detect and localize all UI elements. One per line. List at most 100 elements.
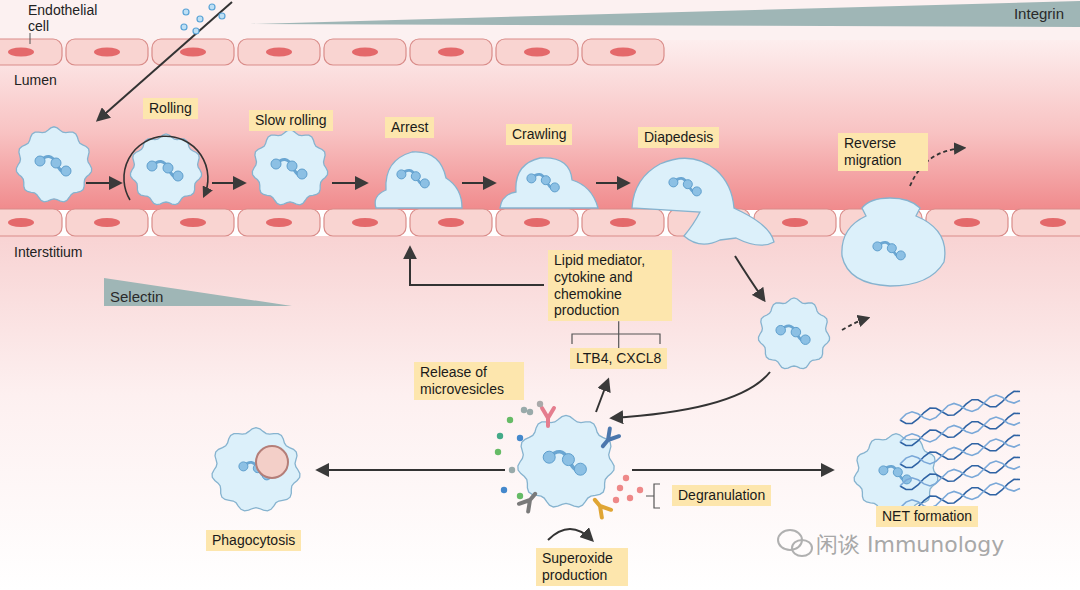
nucleus-lobe [893, 468, 902, 477]
nucleus-lobe [896, 251, 905, 260]
nucleus [352, 218, 378, 227]
endothelial-cell [410, 39, 492, 65]
arrow [735, 256, 764, 300]
nucleus-lobe [776, 325, 786, 335]
nucleus-lobe [692, 187, 701, 196]
neutrophil [854, 434, 938, 513]
nucleus [438, 48, 464, 57]
vesicle [509, 467, 515, 473]
nucleus [524, 48, 550, 57]
nucleus-lobe [669, 178, 678, 187]
nucleus-lobe [879, 466, 888, 475]
region-label: Interstitium [14, 244, 82, 260]
nucleus [352, 48, 378, 57]
endothelial-cell [66, 39, 148, 65]
neutrophil [500, 158, 598, 208]
node-text: Superoxide production [542, 550, 622, 584]
vesicle [613, 497, 619, 503]
node-text: Phagocytosis [212, 532, 295, 549]
vesicle [521, 407, 527, 413]
vesicle [507, 417, 513, 423]
neutrophil [16, 127, 91, 202]
arrow [318, 469, 505, 471]
arrow [410, 248, 544, 285]
nucleus-lobe [527, 174, 536, 183]
interstitium [0, 236, 1080, 590]
bracket [572, 334, 660, 344]
neutrophil [632, 158, 774, 245]
dna-strand [900, 439, 1020, 464]
nucleus-lobe [239, 462, 248, 471]
endothelial-cell [238, 39, 320, 65]
node-text: Release of microvesicles [420, 364, 518, 398]
nucleus-lobe [873, 242, 882, 251]
nucleus-lobe [801, 335, 811, 345]
stage-label-box: LTB4, CXCL8 [570, 348, 667, 369]
neutrophil [759, 298, 830, 369]
dna-strand [900, 483, 1020, 508]
nucleus-lobe [163, 163, 173, 173]
nucleus-lobe [271, 159, 281, 169]
vesicle [527, 409, 533, 415]
neutrophil [518, 415, 614, 507]
dna-strand [900, 417, 1020, 442]
nucleus-lobe [562, 454, 574, 466]
nucleus-lobe [35, 156, 45, 166]
endothelial-cell [1012, 209, 1080, 236]
endothelial-cell [496, 209, 578, 236]
neutrophil [375, 152, 462, 208]
vesicle [537, 401, 543, 407]
nucleus-lobe [550, 183, 559, 192]
vesicle [623, 475, 629, 481]
nucleus-lobe [543, 451, 555, 463]
stage-label-box: Degranulation [672, 485, 771, 506]
nucleus [8, 218, 34, 227]
dna-strand [900, 461, 1020, 486]
nucleus-lobe [61, 166, 71, 176]
neutrophil [252, 130, 327, 205]
stage-label-box: Crawling [506, 124, 572, 145]
endothelial-cell [582, 39, 664, 65]
stage-label-box: Superoxide production [536, 548, 628, 586]
receptor [519, 490, 540, 512]
endothelial-cell [152, 209, 234, 236]
nucleus [94, 218, 120, 227]
endothelial-cell [0, 39, 62, 65]
nucleus [954, 218, 980, 227]
stage-label-box: Slow rolling [249, 110, 333, 131]
connector [618, 321, 619, 348]
stage-label-box: Lipid mediator, cytokine and chemokine p… [548, 250, 672, 321]
region-label: Endothelial cell [28, 2, 120, 34]
nucleus [1040, 218, 1066, 227]
band-shape [250, 0, 1080, 28]
endothelial-cell [582, 209, 664, 236]
nucleus [610, 218, 636, 227]
nucleus [524, 218, 550, 227]
nucleus [266, 218, 292, 227]
gradient-band: Selectin [104, 278, 292, 306]
node-text: Rolling [149, 100, 192, 117]
vesicle [517, 493, 523, 499]
dashed-arrow [842, 318, 868, 330]
nucleus-lobe [541, 176, 550, 185]
nucleus [180, 48, 206, 57]
gradient-band: Integrin [250, 0, 1080, 28]
watermark: 闲谈 Immunology [816, 530, 1004, 560]
neutrophils [16, 127, 1020, 518]
node-text: LTB4, CXCL8 [576, 350, 661, 367]
endothelial-cell [324, 209, 406, 236]
node-text: Crawling [512, 126, 566, 143]
stage-label-box: Release of microvesicles [414, 362, 524, 400]
endothelial-cell [0, 209, 62, 236]
node-text: NET formation [882, 508, 972, 525]
arrow [548, 529, 592, 540]
stage-label-box: Reverse migration [838, 133, 928, 171]
node-text: Degranulation [678, 487, 765, 504]
region-label: Lumen [14, 72, 57, 88]
background [0, 0, 1080, 40]
nucleus-lobe [887, 244, 896, 253]
nucleus-lobe [147, 161, 157, 171]
decorations [30, 2, 964, 556]
nucleus-lobe [420, 179, 429, 188]
vesicle [627, 495, 633, 501]
